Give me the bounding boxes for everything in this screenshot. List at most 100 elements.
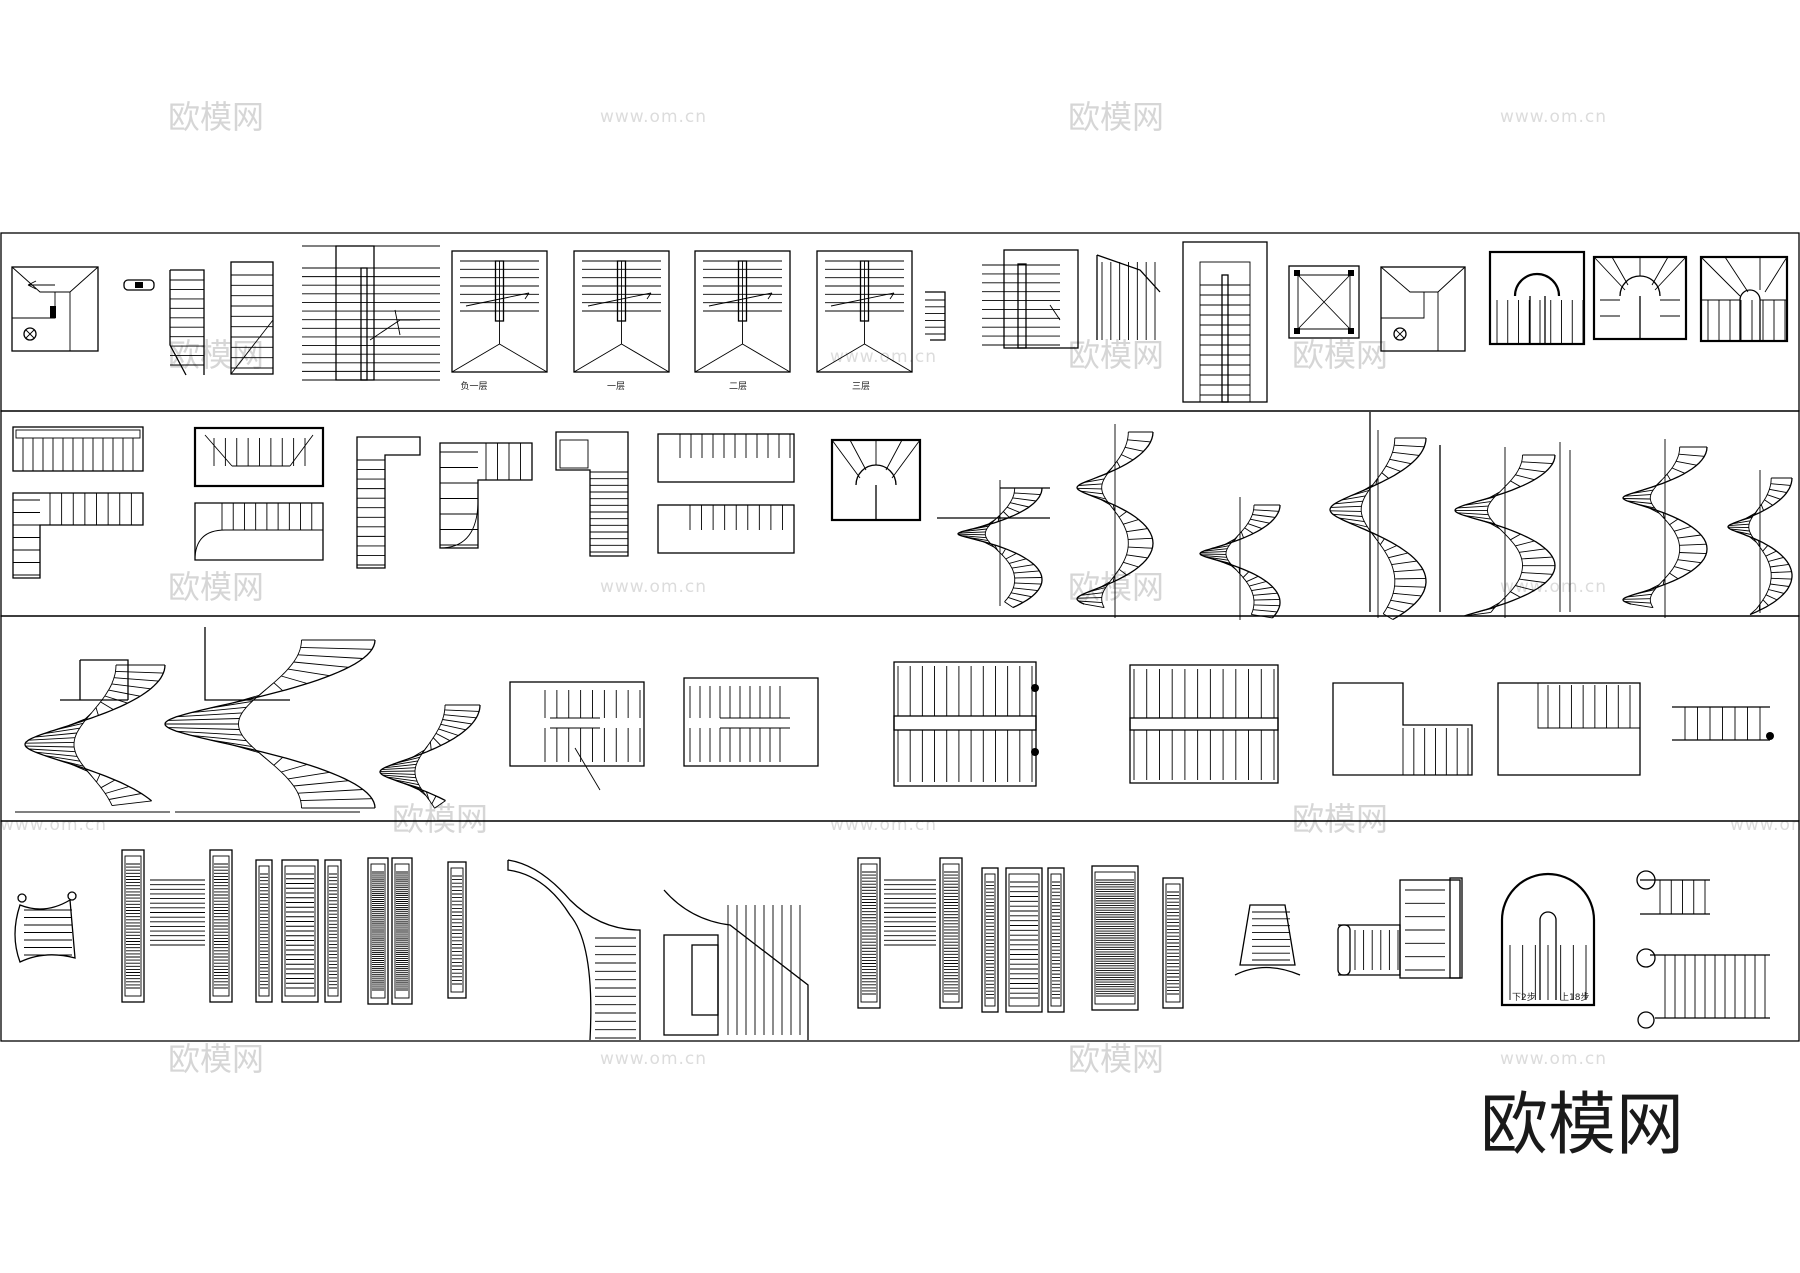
stair-elevation-curved-r4b: [507, 859, 641, 1041]
panel-frames: [0, 232, 1800, 1042]
floor-plans: 负一层 一层 二层 三层: [451, 250, 913, 392]
stair-plan-corner-17: [1699, 255, 1789, 343]
stair-plan-arch-r2b: [193, 426, 325, 561]
floor-label-2: 二层: [729, 381, 747, 392]
watermark-url-9: www.om.cn: [830, 347, 937, 367]
stair-plan-u-r3a: [509, 681, 645, 791]
watermark-logo-5: 欧模网: [1292, 800, 1388, 838]
stair-plan-flare-r4d: [1234, 904, 1301, 976]
floor-label-3: 三层: [852, 381, 870, 392]
row-2-plans-spirals: [12, 412, 1793, 621]
stair-section-r4c: [663, 889, 809, 1040]
watermark-url-6: www.om.cn: [830, 815, 937, 835]
watermark-logo-1: 欧模网: [1068, 98, 1164, 136]
stair-elevation-r3g: [1672, 706, 1774, 741]
stair-plan-square-1: [11, 266, 99, 352]
spiral-stair-r3-3: [379, 704, 481, 809]
spiral-stair-3: [1199, 497, 1281, 620]
spiral-stair-r3-1: [24, 664, 166, 807]
floor-plan-b1: [451, 250, 548, 373]
panel-row-4: [0, 820, 1800, 1042]
row-4-escalators: 下2步 上18步: [14, 849, 1770, 1041]
arch-label-up: 上18步: [1560, 992, 1589, 1003]
stair-plan-curved-r4a: [14, 891, 77, 963]
stair-plan-double-10: [982, 249, 1079, 349]
watermark-url-2: www.om.cn: [600, 577, 707, 597]
stair-plan-scroll-r4g: [1636, 870, 1770, 1029]
stair-plan-l-2: [123, 269, 205, 376]
watermark-layer: 欧模网欧模网欧模网欧模网欧模网欧模网欧模网欧模网欧模网欧模网欧模网www.om.…: [0, 98, 1800, 1078]
watermark-logo-4: 欧模网: [392, 800, 488, 838]
escalator-5: [324, 859, 342, 1003]
spiral-stair-7: [1727, 470, 1793, 616]
spiral-stair-r3-2: [164, 639, 376, 809]
escalator-steps-1: [150, 879, 205, 946]
stair-plan-double-4: [302, 245, 440, 381]
escalator-11: [981, 867, 999, 1013]
floor-label-1: 一层: [607, 381, 625, 392]
stair-plan-fan-16: [1592, 255, 1688, 341]
arch-label-down: 下2步: [1512, 992, 1536, 1003]
stair-plan-straight-r2a: [12, 426, 144, 579]
watermark-url-4: www.om.cn: [600, 1049, 707, 1069]
watermark-url-1: www.om.cn: [1500, 107, 1607, 127]
watermark-logo-7: 欧模网: [1068, 1040, 1164, 1078]
stair-plan-u-r2f: [657, 433, 795, 554]
escalator-7: [391, 857, 413, 1005]
spiral-stair-6: [1622, 439, 1708, 618]
stair-plan-straight-3: [230, 261, 274, 375]
panel-row-3: [0, 615, 1800, 822]
escalator-14: [1091, 865, 1139, 1011]
escalator-15: [1162, 877, 1184, 1009]
spiral-stair-1: [957, 480, 1043, 609]
stair-plan-arch-r2g: [830, 438, 922, 522]
escalator-6: [367, 857, 389, 1005]
stair-plan-double-r3c: [893, 661, 1039, 787]
escalator-3: [255, 859, 273, 1003]
brand-watermark: 欧模网: [1480, 1086, 1684, 1165]
stair-plan-curved-landing-r4e: [1337, 877, 1463, 979]
stair-side-small: [925, 291, 946, 341]
escalator-12: [1005, 867, 1043, 1013]
stair-plan-square-14: [1380, 266, 1466, 352]
stair-plan-double-r3d: [1129, 664, 1279, 784]
watermark-logo-2: 欧模网: [168, 568, 264, 606]
stair-plan-arch-r4f: 下2步 上18步: [1500, 872, 1596, 1007]
spiral-stairs: [937, 412, 1793, 621]
escalator-8: [447, 861, 467, 999]
escalator-2: [209, 849, 233, 1003]
spiral-stair-4: [1329, 430, 1427, 621]
row-3-spirals-plans: [15, 627, 1774, 813]
watermark-logo-10: 欧模网: [1292, 336, 1388, 374]
floor-plan-3: [816, 250, 913, 373]
watermark-logo-0: 欧模网: [168, 98, 264, 136]
floor-plan-1: [573, 250, 670, 373]
stair-plan-l-r2d: [439, 442, 533, 549]
spiral-stair-5: [1454, 447, 1556, 618]
escalator-4: [281, 859, 319, 1003]
stair-plan-l-r2c: [356, 436, 421, 569]
stair-plan-square-x-13: [1288, 265, 1360, 339]
escalator-13: [1047, 867, 1065, 1013]
floor-plan-2: [694, 250, 791, 373]
escalator-steps-2: [884, 879, 936, 946]
stair-plan-l-r3e: [1332, 682, 1473, 776]
watermark-url-8: www.om.cn: [1730, 815, 1800, 835]
escalator-1: [121, 849, 145, 1003]
stair-plan-u-r3b: [683, 677, 819, 767]
stair-plan-slanted-11: [1096, 254, 1161, 340]
watermark-logo-9: 欧模网: [1068, 336, 1164, 374]
watermark-url-7: www.om.cn: [0, 815, 107, 835]
stair-plan-l-r2e: [555, 431, 629, 557]
escalator-9: [857, 857, 881, 1009]
escalator-plans: [121, 849, 1184, 1013]
spiral-stairs-row3: [15, 627, 481, 813]
stair-plan-tall-12: [1182, 241, 1268, 403]
stair-plan-l-r3f: [1497, 682, 1641, 776]
watermark-logo-6: 欧模网: [168, 1040, 264, 1078]
escalator-10: [939, 857, 963, 1009]
stair-plan-arch-15: [1488, 250, 1586, 346]
watermark-url-3: www.om.cn: [1500, 577, 1607, 597]
watermark-url-5: www.om.cn: [1500, 1049, 1607, 1069]
